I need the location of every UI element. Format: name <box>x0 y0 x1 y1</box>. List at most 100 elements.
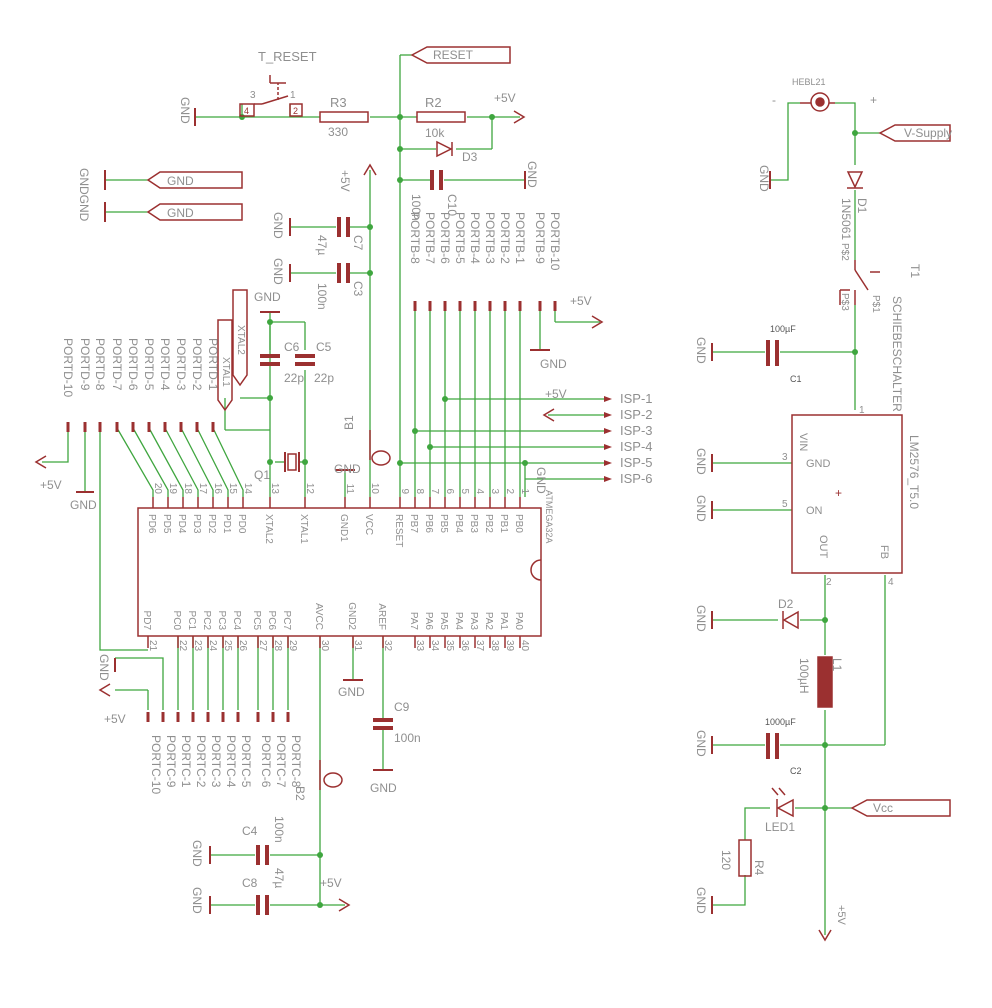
mcu-pin-name: PA1 <box>498 612 509 631</box>
portb-label: PORTB-6 <box>438 212 452 264</box>
reg-pin2: 2 <box>826 577 832 588</box>
mcu-pin-num: 18 <box>182 483 193 495</box>
portd-label: PORTD-4 <box>158 338 172 391</box>
mcu-pin-num: 13 <box>269 483 280 495</box>
gnd-flag-2-label: GND <box>167 206 194 220</box>
mcu-pin-name: VCC <box>363 514 374 535</box>
mcu-pin-num: 6 <box>444 488 455 494</box>
c3-value: 100n <box>315 283 329 310</box>
mcu-pin-num: 11 <box>344 484 355 495</box>
jack-minus: - <box>772 93 776 107</box>
mcu-pin-num: 8 <box>414 488 425 494</box>
portd-label: PORTD-10 <box>61 338 75 397</box>
mcu-pin-num: 21 <box>147 640 158 652</box>
r4-resistor <box>738 839 752 877</box>
mcu-pin-num: 15 <box>227 483 238 495</box>
c9-capacitor <box>373 718 393 730</box>
junctions <box>239 114 858 908</box>
c2-label: C2 <box>790 766 802 776</box>
r4-label: R4 <box>752 860 766 876</box>
b1-bead <box>369 430 391 466</box>
mcu-pin-name: PA7 <box>408 612 419 631</box>
mcu-pin-num: 34 <box>429 640 440 652</box>
gnd-label-c2: GND <box>694 730 708 757</box>
mcu-pin-name: PB2 <box>483 514 494 533</box>
mcu-pin-name: PA4 <box>453 612 464 631</box>
mcu-pin-name: PB4 <box>453 514 464 533</box>
mcu-pin-num: 28 <box>272 640 283 652</box>
portb-label: PORTB-3 <box>483 212 497 264</box>
xtal2-flag <box>232 289 248 387</box>
mcu-pin-num: 20 <box>152 483 163 495</box>
mcu-pin-num: 4 <box>474 488 485 494</box>
t-reset-label: T_RESET <box>258 49 317 64</box>
p5v-label-1: +5V <box>494 91 516 105</box>
mcu-pin-name: PA0 <box>513 612 524 631</box>
mcu-pin-name: PC0 <box>171 611 182 631</box>
isp-label: ISP-3 <box>620 423 653 438</box>
mcu-pin-name: PD2 <box>206 514 217 534</box>
portb-label: PORTB-2 <box>498 212 512 264</box>
sw-pin1: 1 <box>290 90 296 101</box>
mcu-pin-name: PA3 <box>468 612 479 631</box>
isp-label: ISP-1 <box>620 391 653 406</box>
d3-label: D3 <box>462 150 478 164</box>
mcu-pin-num: 26 <box>237 640 248 652</box>
mcu-pin-name: PB0 <box>513 514 524 533</box>
mcu-pin-name: GND2 <box>346 602 357 630</box>
regulator-body <box>791 414 903 574</box>
xtal2-flag-label: XTAL2 <box>235 325 246 355</box>
vsupply-label: V-Supply <box>904 126 952 140</box>
portc-label: PORTC-7 <box>274 735 288 788</box>
c8-label: C8 <box>242 876 258 890</box>
mcu-pin-num: 23 <box>192 640 203 652</box>
mcu-pin-num: 25 <box>222 640 233 652</box>
p5v-label-portb: +5V <box>570 294 592 308</box>
r3-value: 330 <box>328 125 348 139</box>
mcu-pin-name: AVCC <box>313 603 324 630</box>
ps2-label: P$2 <box>839 243 850 261</box>
mcu-pin-name: GND1 <box>338 514 349 542</box>
mcu-pin-num: 3 <box>489 488 500 494</box>
p5v-label-vcc: +5V <box>338 170 352 192</box>
mcu-pin-name: PA5 <box>438 612 449 631</box>
t1-switch <box>839 260 880 305</box>
mcu-pin-num: 10 <box>369 483 380 495</box>
mcu-pin-num: 17 <box>197 483 208 495</box>
c10-capacitor <box>430 170 443 190</box>
c10-value: 100n <box>409 194 423 221</box>
portd-label: PORTD-7 <box>110 338 124 391</box>
gnd-label-portb: GND <box>540 357 567 371</box>
isp-arrows <box>604 396 612 482</box>
mcu-top-pins: 20PD619PD518PD417PD316PD215PD114PD013XTA… <box>146 483 530 547</box>
mcu-pin-name: PC3 <box>216 611 227 631</box>
portd-label: PORTD-9 <box>78 338 92 391</box>
c6-capacitor <box>260 354 280 366</box>
t1-label: T1 <box>908 264 922 278</box>
ps3-label: P$3 <box>839 293 850 311</box>
gnd-flag-1 <box>146 171 243 189</box>
isp-label: ISP-5 <box>620 455 653 470</box>
mcu-pin-name: PD1 <box>221 514 232 534</box>
p5v-label-portc: +5V <box>104 712 126 726</box>
portb-label: PORTB-8 <box>408 212 422 264</box>
reg-on: ON <box>806 505 823 517</box>
xtal1-flag <box>217 319 233 412</box>
reg-pin4: 4 <box>888 577 894 588</box>
q1-crystal <box>284 452 300 472</box>
c5-capacitor <box>295 354 315 366</box>
sw-pin2: 2 <box>293 106 298 116</box>
mcu-pin-name: PD0 <box>236 514 247 534</box>
vcc-arrows <box>34 110 832 942</box>
d3-diode <box>436 140 453 158</box>
r2-value: 10k <box>425 126 445 140</box>
vcc-flag-label: Vcc <box>873 801 893 815</box>
gnd-label-c4: GND <box>190 840 204 867</box>
portb-label: PORTB-5 <box>453 212 467 264</box>
c10-label: C10 <box>445 194 459 216</box>
gnd-label-reset: GND <box>178 97 192 124</box>
d1-value: 1N5061 <box>839 198 853 240</box>
c4-value: 100n <box>272 816 286 843</box>
